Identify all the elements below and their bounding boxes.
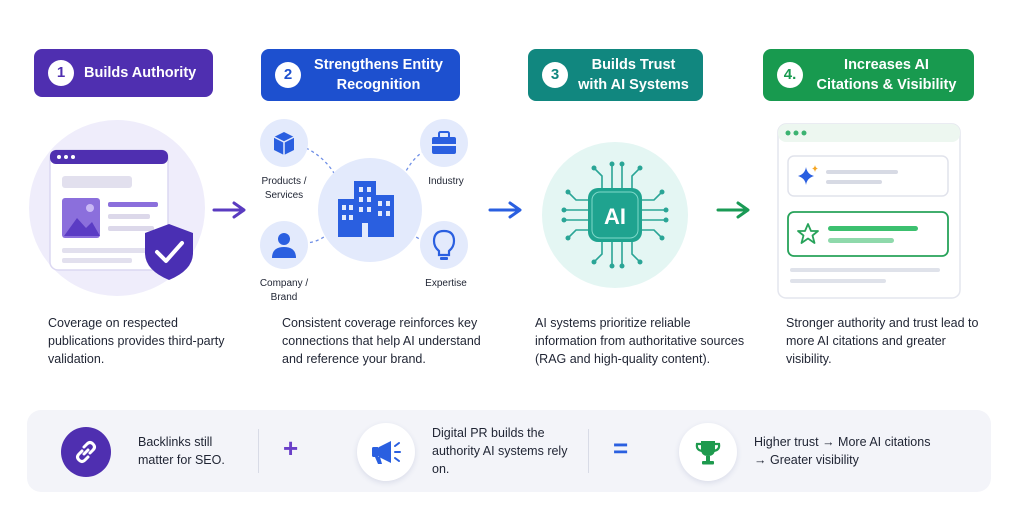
step-1-number: 1 (48, 60, 74, 86)
entity-label-expertise: Expertise (425, 278, 467, 289)
step-2-title: Strengthens Entity Recognition (314, 57, 443, 93)
entity-graph-illustration (260, 119, 468, 269)
step-1-description: Coverage on respected publications provi… (48, 316, 225, 366)
flow-arrow-2 (488, 201, 522, 219)
ai-results-illustration (777, 123, 961, 299)
plus-operator: + (283, 433, 299, 463)
lightbulb-icon (432, 229, 456, 260)
divider (588, 429, 589, 473)
summary-bar (27, 410, 991, 492)
step-4-number: 4. (777, 62, 803, 88)
box-icon (273, 132, 295, 155)
shield-check-icon (145, 224, 193, 280)
star-icon (797, 223, 819, 244)
step-2-number: 2 (275, 62, 301, 88)
flow-arrow-3 (716, 201, 750, 219)
sparkle-icon (798, 165, 818, 185)
entity-label-products: Products / Services (261, 176, 307, 201)
step-4-description: Stronger authority and trust lead to mor… (786, 316, 979, 366)
entity-label-company: Company / Brand (259, 278, 309, 303)
flow-arrow-1 (212, 201, 246, 219)
link-icon (61, 427, 111, 477)
building-icon (338, 181, 394, 237)
publication-browser-illustration (29, 120, 205, 296)
ai-chip-icon (588, 188, 642, 242)
step-1-header: 1 Builds Authority (34, 49, 213, 97)
divider (258, 429, 259, 473)
backlinks-text: Backlinks still matter for SEO. (138, 435, 225, 467)
megaphone-icon (357, 423, 415, 481)
step-4-title: Increases AI Citations & Visibility (816, 57, 957, 93)
ai-chip-illustration: AI (542, 142, 688, 288)
step-4-header: 4. Increases AI Citations & Visibility (763, 49, 974, 101)
step-2-description: Consistent coverage reinforces key conne… (282, 316, 481, 366)
step-3-title: Builds Trust with AI Systems (578, 57, 689, 93)
trophy-icon (679, 423, 737, 481)
ai-chip-text: AI (604, 204, 626, 229)
result-line-1: Higher trust → More AI citations (754, 435, 931, 449)
digital-pr-text: Digital PR builds the authority AI syste… (432, 426, 568, 476)
briefcase-icon (432, 131, 456, 154)
step-3-number: 3 (542, 62, 568, 88)
equals-operator: = (613, 433, 629, 463)
entity-label-industry: Industry (428, 176, 464, 187)
step-2-header: 2 Strengthens Entity Recognition (261, 49, 460, 101)
step-3-header: 3 Builds Trust with AI Systems (528, 49, 703, 101)
step-3-description: AI systems prioritize reliable informati… (535, 316, 745, 366)
user-icon (272, 233, 296, 258)
step-1-title: Builds Authority (84, 65, 197, 81)
result-line-2: → Greater visibility (754, 453, 859, 467)
